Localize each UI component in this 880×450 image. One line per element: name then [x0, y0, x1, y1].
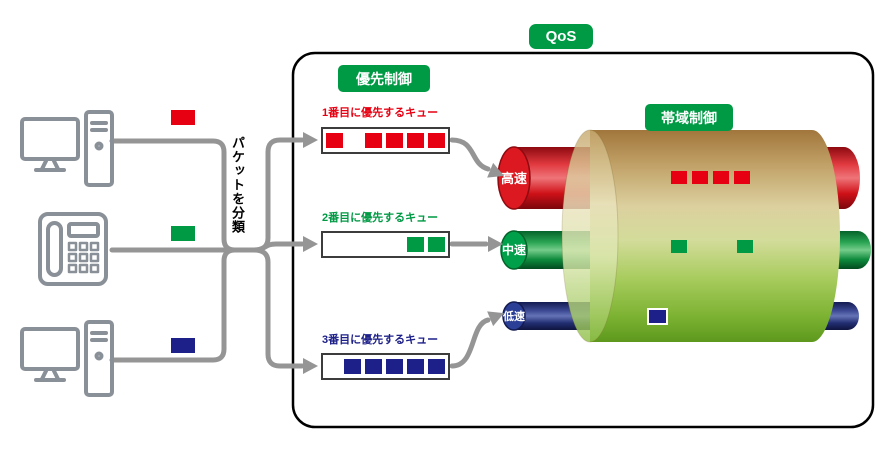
packet — [365, 133, 382, 148]
arrow-icon — [487, 162, 505, 178]
cylinder-packets-low — [647, 308, 668, 325]
queue-2-label: 2番目に優先するキュー — [322, 212, 439, 224]
packet — [428, 133, 445, 148]
packet — [428, 237, 445, 252]
cylinder-packets-medium — [671, 240, 753, 253]
queue3-to-pipe-line — [449, 317, 491, 369]
packet — [171, 338, 195, 353]
packet — [692, 171, 708, 184]
flow-arrowheads — [303, 132, 505, 374]
packet — [171, 226, 195, 241]
medium-speed-label: 中速 — [502, 242, 526, 257]
queue-3-box — [321, 353, 450, 380]
packet — [407, 133, 424, 148]
source-packet-green — [171, 226, 195, 241]
bandwidth-cylinder — [561, 129, 840, 343]
fan-line-queue3 — [251, 247, 305, 369]
queue-3-packets — [344, 359, 445, 374]
priority-control-badge: 優先制御 — [338, 65, 430, 92]
packet — [386, 359, 403, 374]
high-speed-label: 高速 — [501, 171, 527, 186]
qos-badge: QoS — [529, 24, 593, 49]
packet — [671, 171, 687, 184]
packet — [428, 359, 445, 374]
arrow-icon — [487, 311, 505, 327]
queue-2-packets — [407, 237, 445, 252]
queue-2-box — [321, 231, 450, 258]
packet — [171, 110, 195, 125]
packet — [407, 359, 424, 374]
ip-phone-icon — [38, 212, 108, 286]
arrow-icon — [488, 236, 503, 252]
queue-3-label: 3番目に優先するキュー — [322, 334, 439, 346]
arrow-icon — [303, 132, 318, 148]
packet-classify-label: パケットを分類 — [230, 136, 245, 234]
queue-1-box — [321, 127, 450, 154]
arrow-icon — [303, 236, 318, 252]
packet — [647, 308, 668, 325]
queue-1-label: 1番目に優先するキュー — [322, 107, 439, 119]
arrow-icon — [303, 358, 318, 374]
connector-lines — [109, 137, 491, 369]
queue1-to-pipe-line — [449, 137, 491, 172]
source-packet-blue — [171, 338, 195, 353]
packet — [365, 359, 382, 374]
queue-1-waiting-packets — [326, 133, 343, 148]
source-packet-red — [171, 110, 195, 125]
packet — [737, 240, 753, 253]
low-speed-label: 低速 — [502, 309, 525, 323]
packet — [407, 237, 424, 252]
queue-1-packets — [365, 133, 445, 148]
packet — [734, 171, 750, 184]
packet — [344, 359, 361, 374]
packet — [713, 171, 729, 184]
packet — [386, 133, 403, 148]
cylinder-packets-high — [671, 171, 750, 184]
line-pc2 — [109, 247, 259, 363]
packet — [671, 240, 687, 253]
packet — [326, 133, 343, 148]
desktop-pc-icon — [20, 320, 114, 397]
bandwidth-control-badge: 帯域制御 — [645, 104, 733, 131]
desktop-pc-icon — [20, 110, 114, 187]
